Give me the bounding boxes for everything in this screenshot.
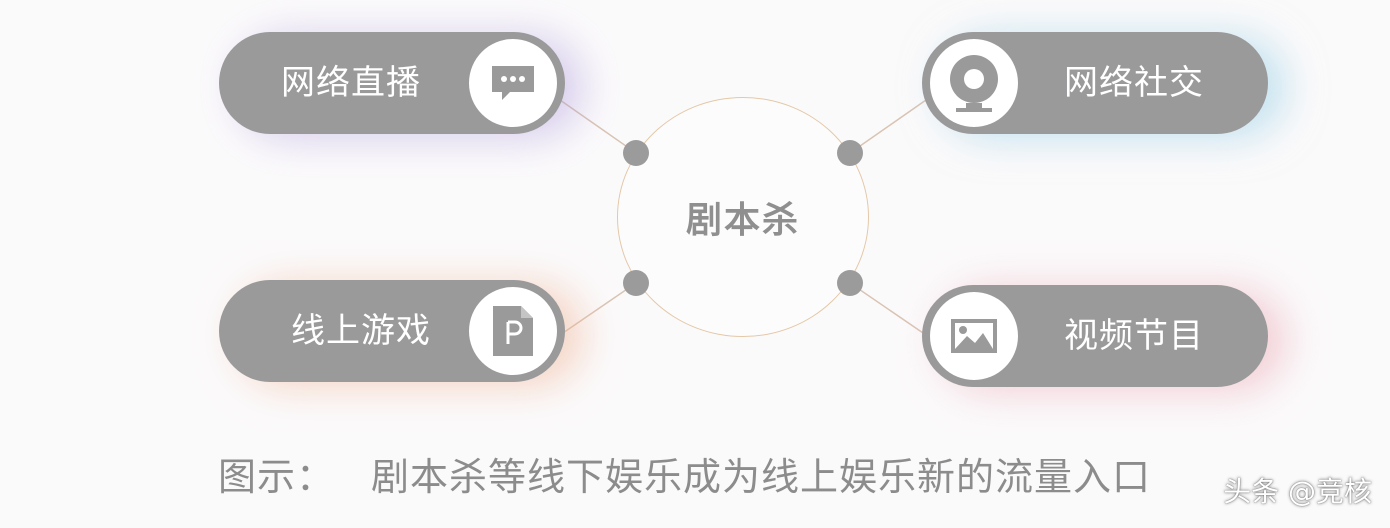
node-label: 视频节目	[1064, 316, 1204, 356]
caption-prefix: 图示：	[218, 455, 336, 499]
connector-live	[559, 99, 637, 154]
connector-dot-bottom-right	[837, 270, 863, 296]
watermark: 头条 @竞核	[1223, 475, 1372, 508]
node-online-games: 线上游戏	[219, 280, 565, 382]
image-icon	[930, 292, 1018, 380]
node-social-network: 网络社交	[922, 32, 1268, 134]
connector-social	[849, 99, 927, 154]
webcam-icon	[930, 39, 1018, 127]
chat-bubble-icon	[469, 39, 557, 127]
node-label: 线上游戏	[291, 311, 431, 351]
center-node: 剧本杀	[617, 97, 869, 337]
node-label: 网络社交	[1064, 63, 1204, 103]
node-label: 网络直播	[281, 63, 421, 103]
connector-game	[559, 282, 637, 336]
node-video-programs: 视频节目	[922, 285, 1268, 387]
node-live-streaming: 网络直播	[219, 32, 565, 134]
figure-caption: 图示： 剧本杀等线下娱乐成为线上娱乐新的流量入口	[218, 446, 1151, 501]
caption-text: 剧本杀等线下娱乐成为线上娱乐新的流量入口	[371, 455, 1152, 499]
connector-dot-top-right	[837, 140, 863, 166]
ppt-file-icon	[469, 287, 557, 375]
connector-dot-bottom-left	[623, 270, 649, 296]
center-label: 剧本杀	[685, 200, 800, 241]
connector-video	[849, 282, 927, 336]
connector-dot-top-left	[623, 140, 649, 166]
